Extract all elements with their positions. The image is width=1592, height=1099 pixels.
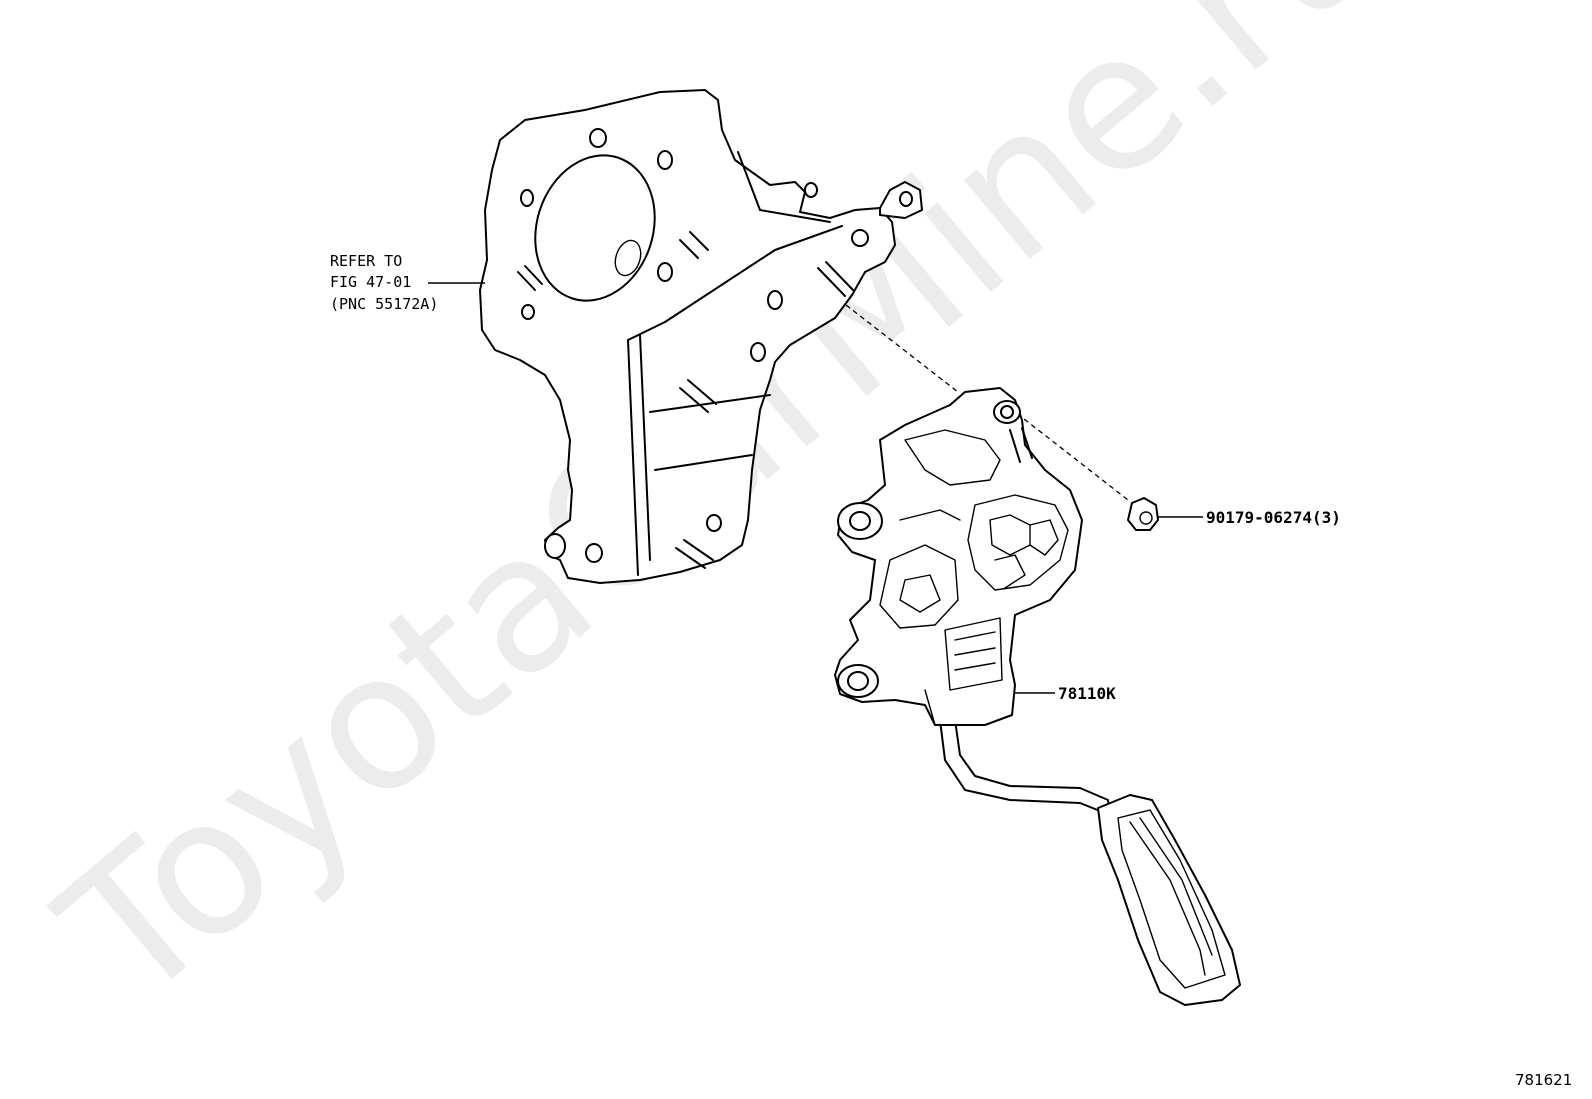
bracket-fold-line [654, 454, 753, 471]
callout-refer-line2: FIG 47-01 [330, 273, 411, 291]
housing-rib [899, 574, 941, 613]
housing-rib [924, 689, 936, 726]
housing-rib [899, 509, 961, 521]
callout-refer-line1: REFER TO [330, 252, 402, 270]
bracket-large-hole [534, 154, 656, 302]
pedal-stud [1009, 427, 1033, 463]
pedal-mount-hole [849, 511, 871, 531]
bracket-stud [679, 387, 709, 413]
bracket-stud [687, 379, 717, 405]
bracket-stud [675, 547, 706, 569]
callout-bracket-reference: REFER TO FIG 47-01 (PNC 55172A) [330, 252, 485, 313]
pedal-mount-ear [837, 664, 879, 698]
bracket-tab-hole [899, 191, 913, 207]
bracket-stud [524, 265, 543, 285]
bracket-hole [657, 262, 673, 282]
pedal-pad-rib [1139, 817, 1213, 956]
bracket-hole [804, 182, 818, 198]
housing-rib [967, 494, 1069, 591]
callout-nut-part-number: 90179-06274(3) [1206, 508, 1341, 527]
bracket-stud [689, 231, 709, 251]
bracket-fold-line [627, 339, 639, 576]
housing-rib [1029, 519, 1059, 556]
bracket-outline [479, 89, 896, 584]
bracket-stud [683, 539, 714, 561]
pedal-mount-hole [847, 671, 869, 691]
pedal-bracket-drawing [479, 89, 923, 584]
callout-nut: 90179-06274(3) [1158, 508, 1341, 527]
bracket-fold-line [627, 225, 843, 341]
bracket-fold-line [639, 334, 651, 561]
housing-rib [879, 544, 959, 629]
bracket-stud [817, 267, 846, 297]
bracket-large-hole-inner [614, 239, 642, 277]
bracket-stud [679, 239, 699, 259]
pedal-top-hole [1000, 405, 1014, 419]
pedal-top-boss [993, 400, 1021, 424]
bracket-fold-line [649, 394, 771, 413]
housing-rib [954, 631, 996, 671]
bracket-hole [520, 189, 534, 207]
housing-rib [944, 617, 1003, 691]
alignment-dashed-line [845, 304, 1129, 501]
housing-rib [904, 429, 1001, 486]
pedal-pad-rib [1117, 809, 1226, 989]
bracket-hole [851, 229, 869, 247]
bracket-boss [544, 533, 566, 559]
bracket-stud [825, 261, 854, 291]
callout-pedal: 78110K [1015, 684, 1116, 703]
bracket-hole [767, 290, 783, 310]
bracket-hole [585, 543, 603, 563]
bracket-stud [517, 271, 536, 291]
accelerator-pedal-drawing [834, 387, 1241, 1006]
pedal-pad-rib [1129, 821, 1206, 976]
callout-pedal-part-number: 78110K [1058, 684, 1116, 703]
bracket-hole [657, 150, 673, 170]
nut-body [1127, 497, 1159, 531]
bracket-hole [589, 128, 607, 148]
pedal-pad [1097, 794, 1241, 1006]
bracket-fold-line [737, 151, 831, 223]
bracket-hole [750, 342, 766, 362]
pedal-arm [939, 719, 1111, 816]
illustration-number: 781621 [1515, 1071, 1572, 1089]
bracket-hole [521, 304, 535, 320]
pedal-mount-ear [837, 502, 883, 540]
flange-nut-drawing [1127, 497, 1159, 531]
callout-refer-line3: (PNC 55172A) [330, 295, 438, 313]
nut-hole [1139, 511, 1153, 525]
bracket-hole [706, 514, 722, 532]
housing-rib [994, 554, 1026, 589]
